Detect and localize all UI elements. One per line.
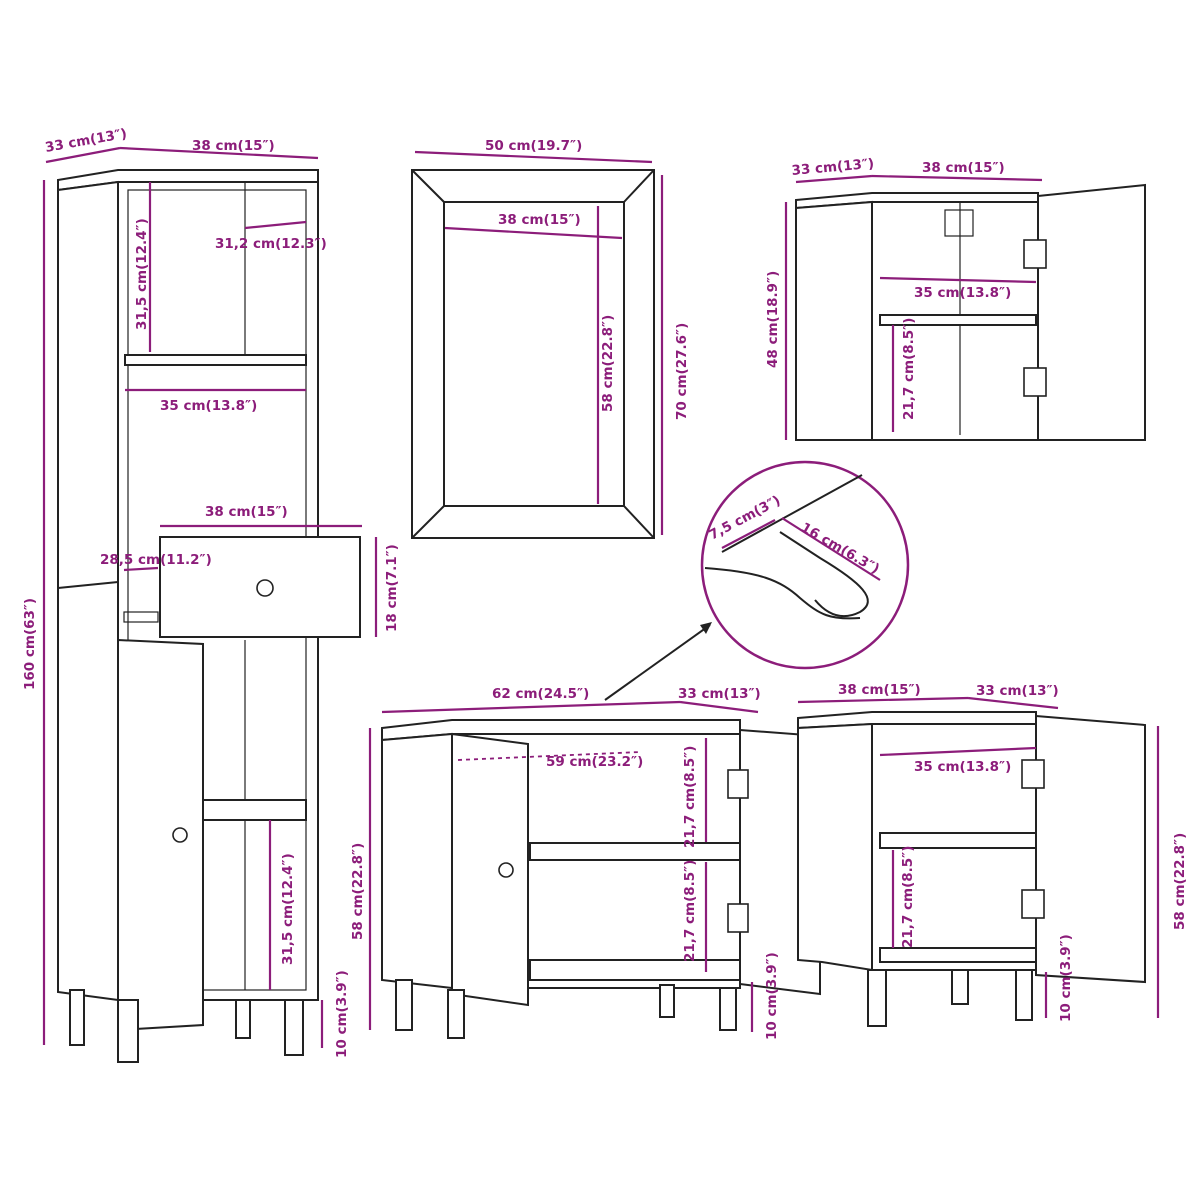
tall-shelf-bottom xyxy=(199,799,307,821)
side-depth-label: 33 cm(13″) xyxy=(976,683,1059,699)
tall-bottom-height-label: 31,5 cm(12.4″) xyxy=(280,853,296,965)
tall-leg-height-label: 10 cm(3.9″) xyxy=(334,970,350,1058)
side-height-label: 58 cm(22.8″) xyxy=(1172,833,1188,930)
mirror: 50 cm(19.7″) 38 cm(15″) 58 cm(22.8″) 70 … xyxy=(411,138,690,539)
tall-drawer-width-label: 38 cm(15″) xyxy=(205,504,288,520)
side-width-label: 38 cm(15″) xyxy=(838,682,921,698)
tall-shelf-top xyxy=(124,354,307,366)
side-leg xyxy=(867,969,887,1027)
wall-bracket xyxy=(944,209,974,237)
hinge-icon xyxy=(727,903,749,933)
handle-detail: 7,5 cm(3″) 16 cm(6.3″) xyxy=(604,460,910,701)
mirror-inner-width-label: 38 cm(15″) xyxy=(498,212,581,228)
mirror-inner-height-label: 58 cm(22.8″) xyxy=(600,315,616,412)
mirror-glass xyxy=(443,201,625,507)
tall-shelf-depth-label: 31,2 cm(12.3″) xyxy=(215,236,327,252)
tall-cabinet: 33 cm(13″) 38 cm(15″) 31,2 cm(12.3″) 31,… xyxy=(22,126,400,1063)
wall-depth-label: 33 cm(13″) xyxy=(791,156,875,179)
hinge-icon xyxy=(1021,759,1045,789)
tall-door xyxy=(117,638,204,1032)
sink-inner-width-label: 59 cm(23.2″) xyxy=(546,754,643,770)
side-leg xyxy=(951,969,969,1005)
sink-shelf xyxy=(529,842,741,861)
wall-width-label: 38 cm(15″) xyxy=(922,160,1005,176)
hinge-icon xyxy=(1023,239,1047,269)
sink-leg-height-label: 10 cm(3.9″) xyxy=(764,952,780,1040)
hinge-icon xyxy=(1021,889,1045,919)
tall-side-panel xyxy=(57,180,119,1002)
drawer-knob xyxy=(256,579,274,597)
sink-depth-label: 33 cm(13″) xyxy=(678,686,761,702)
wall-height-label: 48 cm(18.9″) xyxy=(765,271,781,368)
sink-leg xyxy=(447,989,465,1039)
sink-shelf-bottom-label: 21,7 cm(8.5″) xyxy=(682,860,698,962)
sink-side xyxy=(381,732,453,990)
hinge-icon xyxy=(1023,367,1047,397)
wall-side xyxy=(795,200,873,441)
tall-total-height-label: 160 cm(63″) xyxy=(22,598,38,690)
door-knob xyxy=(498,862,514,878)
wall-inner-width-label: 35 cm(13.8″) xyxy=(914,285,1011,301)
tall-depth-label: 33 cm(13″) xyxy=(44,126,128,156)
side-door xyxy=(1035,714,1146,984)
wall-door xyxy=(1037,183,1146,441)
door-knob xyxy=(172,827,188,843)
sink-door-left xyxy=(451,732,529,1007)
side-leg-height-label: 10 cm(3.9″) xyxy=(1058,934,1074,1022)
sink-cabinet: 62 cm(24.5″) 33 cm(13″) 59 cm(23.2″) 21,… xyxy=(350,686,821,1040)
detail-circle xyxy=(700,460,910,670)
sink-width-label: 62 cm(24.5″) xyxy=(492,686,589,702)
wall-shelf-height-label: 21,7 cm(8.5″) xyxy=(901,318,917,420)
sink-leg xyxy=(395,979,413,1031)
tall-width-label: 38 cm(15″) xyxy=(192,138,275,154)
side-inner-width-label: 35 cm(13.8″) xyxy=(914,759,1011,775)
detail-arrow-icon xyxy=(700,622,712,634)
side-panel xyxy=(797,722,873,972)
tall-drawer-depth-label: 28,5 cm(11.2″) xyxy=(100,552,212,568)
side-cabinet: 38 cm(15″) 33 cm(13″) 35 cm(13.8″) 21,7 … xyxy=(797,682,1188,1027)
tall-leg xyxy=(284,999,304,1056)
sink-leg xyxy=(719,987,737,1031)
wall-shelf xyxy=(879,314,1037,326)
sink-bottom xyxy=(529,959,741,981)
hinge-icon xyxy=(727,769,749,799)
side-shelf-height-label: 21,7 cm(8.5″) xyxy=(900,846,916,948)
tall-leg xyxy=(117,999,139,1063)
sink-shelf-top-label: 21,7 cm(8.5″) xyxy=(682,746,698,848)
tall-inner-width-label: 35 cm(13.8″) xyxy=(160,398,257,414)
mirror-height-label: 70 cm(27.6″) xyxy=(674,323,690,420)
tall-leg xyxy=(69,989,85,1046)
tall-drawer-height-label: 18 cm(7.1″) xyxy=(384,544,400,632)
sink-height-label: 58 cm(22.8″) xyxy=(350,843,366,940)
side-leg xyxy=(1015,969,1033,1021)
tall-top-height-label: 31,5 cm(12.4″) xyxy=(134,218,150,330)
tall-leg xyxy=(235,999,251,1039)
wall-cabinet: 33 cm(13″) 38 cm(15″) 35 cm(13.8″) 48 cm… xyxy=(765,156,1146,441)
mirror-width-label: 50 cm(19.7″) xyxy=(485,138,582,154)
side-bottom xyxy=(879,947,1037,963)
sink-leg xyxy=(659,984,675,1018)
